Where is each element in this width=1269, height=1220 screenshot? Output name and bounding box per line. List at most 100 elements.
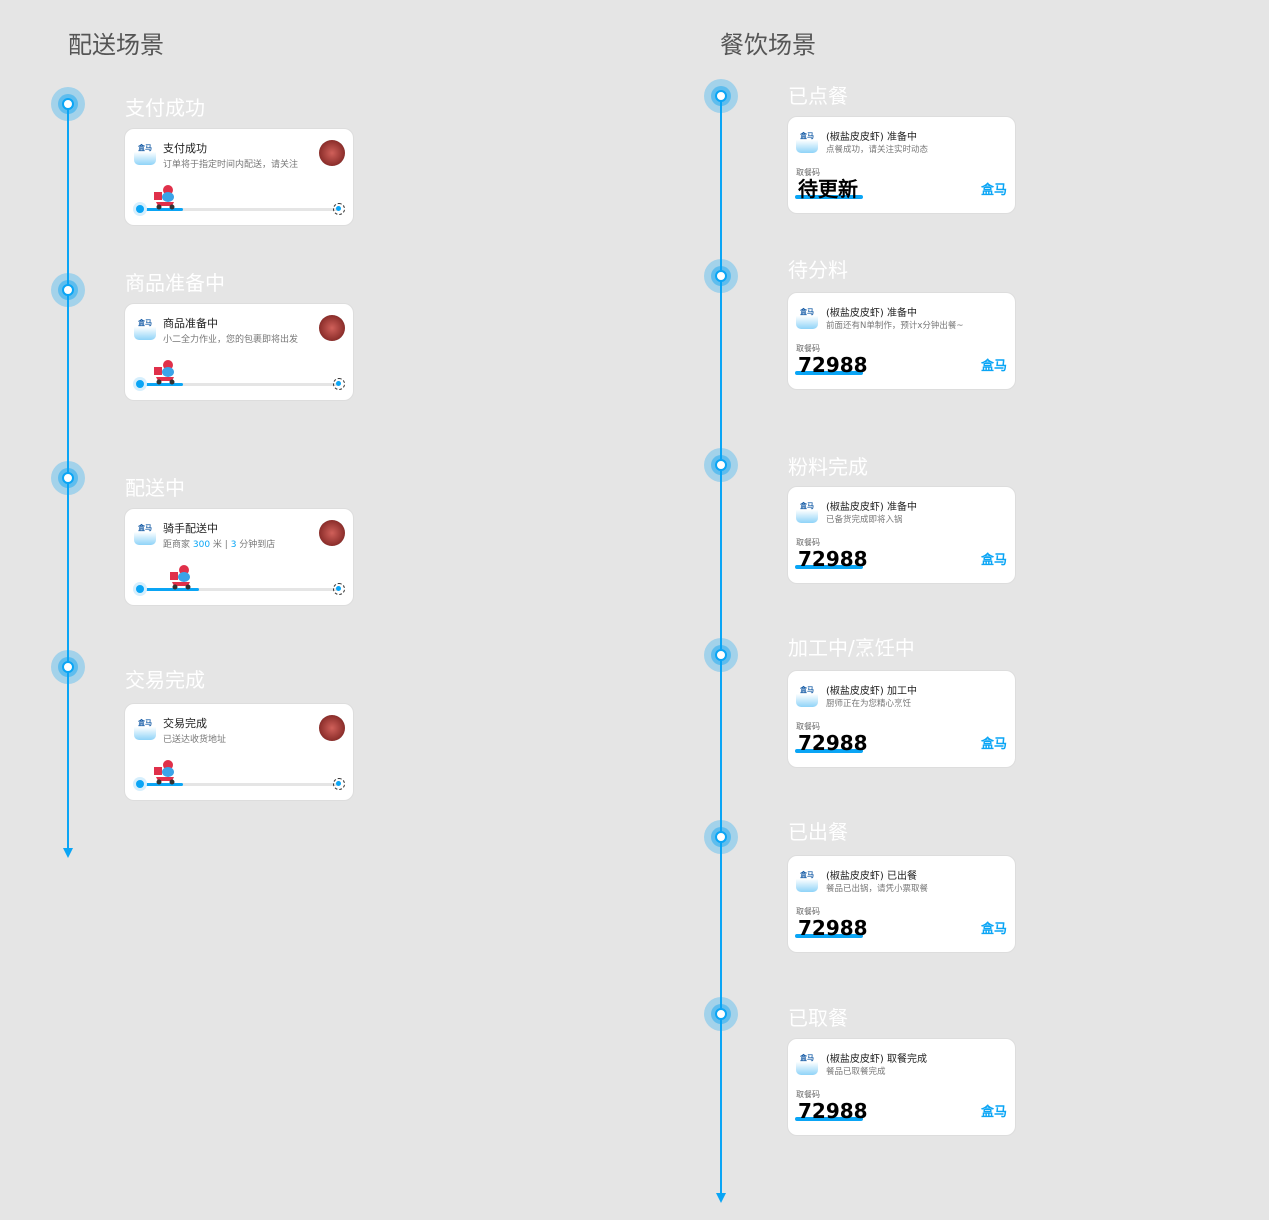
timeline-node [51,650,85,684]
start-point-icon [136,780,144,788]
product-thumbnail [319,715,345,741]
pickup-code-label: 取餐码 [796,538,820,547]
destination-target-icon [333,583,345,595]
card-title: (椒盐皮皮虾) 准备中 [826,502,917,513]
delivery-progress-bar [139,783,339,786]
hema-brand-logo: 盒马 [981,737,1008,752]
dining-card[interactable]: 盒马 (椒盐皮皮虾) 取餐完成 餐品已取餐完成 取餐码 72988 盒马 [787,1038,1016,1136]
card-title: 交易完成 [163,717,207,730]
start-point-icon [136,585,144,593]
delivery-progress-bar [139,383,339,386]
stage-label: 加工中/烹饪中 [788,636,915,660]
stage-label: 待分料 [788,258,848,282]
pickup-code: 72988 [798,353,868,377]
hema-brand-logo: 盒马 [981,183,1008,198]
destination-target-icon [333,778,345,790]
dining-card[interactable]: 盒马 (椒盐皮皮虾) 准备中 已备货完成即将入锅 取餐码 72988 盒马 [787,486,1016,584]
start-point-icon [136,205,144,213]
hema-logo-icon: 盒马 [796,1053,818,1075]
product-thumbnail [319,315,345,341]
delivery-progress-bar [139,208,339,211]
rider-scooter-icon [153,759,177,785]
timeline-node [704,259,738,293]
dining-timeline-line [720,96,722,1193]
card-subtitle: 点餐成功，请关注实时动态 [826,145,929,155]
delivery-card[interactable]: 盒马 骑手配送中 距商家 300 米 | 3 分钟到店 [124,508,354,606]
card-subtitle: 已备货完成即将入锅 [826,515,903,525]
code-underline [795,1117,863,1121]
card-title: 支付成功 [163,142,207,155]
stage-label: 已点餐 [788,84,848,108]
card-subtitle: 餐品已出锅，请凭小票取餐 [826,884,929,894]
dining-card[interactable]: 盒马 (椒盐皮皮虾) 准备中 前面还有N单制作，预计x分钟出餐~ 取餐码 729… [787,292,1016,390]
hema-logo-icon: 盒马 [134,143,156,165]
delivery-title: 配送场景 [68,31,164,59]
card-subtitle: 厨师正在为您精心烹饪 [826,699,912,709]
hema-logo-icon: 盒马 [134,523,156,545]
hema-brand-logo: 盒马 [981,553,1008,568]
card-subtitle: 订单将于指定时间内配送，请关注 [163,160,299,170]
delivery-card[interactable]: 盒马 商品准备中 小二全力作业，您的包裹即将出发 [124,303,354,401]
stage-label: 商品准备中 [125,271,225,295]
timeline-node [704,997,738,1031]
timeline-node [704,638,738,672]
hema-logo-icon: 盒马 [796,131,818,153]
card-subtitle: 前面还有N单制作，预计x分钟出餐~ [826,321,964,331]
delivery-card[interactable]: 盒马 交易完成 已送达收货地址 [124,703,354,801]
dining-card[interactable]: 盒马 (椒盐皮皮虾) 加工中 厨师正在为您精心烹饪 取餐码 72988 盒马 [787,670,1016,768]
card-title: (椒盐皮皮虾) 准备中 [826,308,917,319]
stage-label: 配送中 [125,476,185,500]
rider-scooter-icon [153,184,177,210]
timeline-node [704,820,738,854]
dining-title: 餐饮场景 [720,31,816,59]
hema-logo-icon: 盒马 [796,685,818,707]
product-thumbnail [319,520,345,546]
code-underline [795,195,863,199]
pickup-code-label: 取餐码 [796,168,820,177]
destination-target-icon [333,203,345,215]
pickup-code-label: 取餐码 [796,344,820,353]
destination-target-icon [333,378,345,390]
timeline-node [51,273,85,307]
pickup-code: 72988 [798,1099,868,1123]
card-title: (椒盐皮皮虾) 准备中 [826,132,917,143]
timeline-node [704,448,738,482]
hema-logo-icon: 盒马 [134,318,156,340]
stage-label: 已取餐 [788,1006,848,1030]
pickup-code: 72988 [798,916,868,940]
code-underline [795,565,863,569]
stage-label: 交易完成 [125,668,205,692]
hema-logo-icon: 盒马 [796,307,818,329]
stage-label: 粉料完成 [788,455,868,479]
delivery-progress-bar [139,588,339,591]
delivery-timeline-arrow [63,848,73,858]
card-title: (椒盐皮皮虾) 加工中 [826,686,917,697]
pickup-code: 72988 [798,547,868,571]
rider-scooter-icon [169,564,193,590]
dining-card[interactable]: 盒马 (椒盐皮皮虾) 准备中 点餐成功，请关注实时动态 取餐码 待更新 盒马 [787,116,1016,214]
card-title: (椒盐皮皮虾) 取餐完成 [826,1054,927,1065]
card-title: (椒盐皮皮虾) 已出餐 [826,871,917,882]
stage-label: 已出餐 [788,820,848,844]
card-title: 商品准备中 [163,317,218,330]
pickup-code: 待更新 [798,177,858,201]
hema-brand-logo: 盒马 [981,1105,1008,1120]
hema-logo-icon: 盒马 [796,870,818,892]
code-underline [795,934,863,938]
stage-label: 支付成功 [125,96,205,120]
delivery-card[interactable]: 盒马 支付成功 订单将于指定时间内配送，请关注 [124,128,354,226]
card-subtitle: 距商家 300 米 | 3 分钟到店 [163,540,276,550]
rider-scooter-icon [153,359,177,385]
hema-logo-icon: 盒马 [134,718,156,740]
card-subtitle: 餐品已取餐完成 [826,1067,886,1077]
card-subtitle: 小二全力作业，您的包裹即将出发 [163,335,299,345]
timeline-node [51,87,85,121]
timeline-node [704,79,738,113]
card-title: 骑手配送中 [163,522,218,535]
hema-brand-logo: 盒马 [981,922,1008,937]
pickup-code-label: 取餐码 [796,907,820,916]
hema-logo-icon: 盒马 [796,501,818,523]
dining-card[interactable]: 盒马 (椒盐皮皮虾) 已出餐 餐品已出锅，请凭小票取餐 取餐码 72988 盒马 [787,855,1016,953]
card-subtitle: 已送达收货地址 [163,735,227,745]
timeline-node [51,461,85,495]
